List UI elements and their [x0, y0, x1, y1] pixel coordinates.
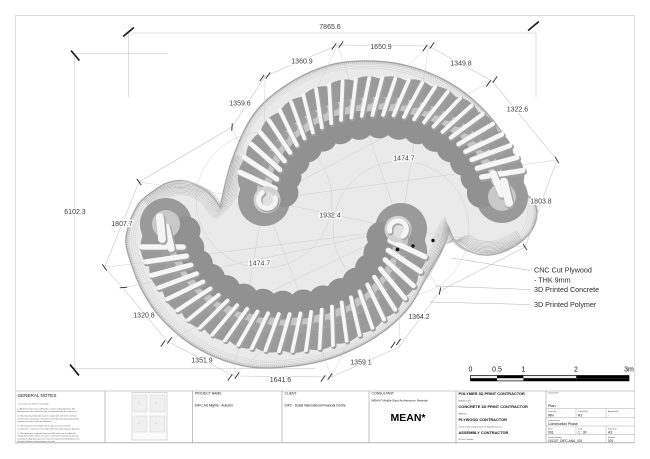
svg-text:Drawn By: Drawn By [548, 411, 556, 413]
svg-text:Checked By: Checked By [578, 411, 588, 413]
svg-text:Drawing Status: Drawing Status [548, 419, 560, 422]
svg-text:POLYMER 3D PRINT CONTRACTOR: POLYMER 3D PRINT CONTRACTOR [459, 391, 526, 396]
svg-text:***: *** [155, 424, 157, 426]
svg-text:WN: WN [548, 414, 554, 418]
svg-text:ASSEMBLY CONTRACTOR: ASSEMBLY CONTRACTOR [459, 430, 509, 435]
svg-text:DIFC Art Nights - Autumn: DIFC Art Nights - Autumn [195, 404, 233, 408]
svg-text:7865.6: 7865.6 [319, 24, 341, 31]
svg-text:1359.6: 1359.6 [229, 101, 251, 108]
svg-text:0: 0 [469, 367, 473, 374]
svg-text:1650.9: 1650.9 [370, 44, 392, 51]
svg-text:Construction Phase: Construction Phase [548, 422, 578, 426]
svg-text:3D Printed Concrete: 3D Printed Concrete [534, 285, 599, 294]
svg-text:DIFC - Dubai International Fin: DIFC - Dubai International Financial Cen… [285, 404, 346, 408]
svg-text:1803.8: 1803.8 [530, 199, 552, 206]
svg-text:3m: 3m [624, 367, 634, 374]
svg-text:construction. Contractor to pr: construction. Contractor to provide fina… [18, 427, 81, 430]
svg-text:2: 2 [574, 367, 578, 374]
svg-text:001: 001 [548, 431, 554, 435]
svg-text:Plan: Plan [548, 404, 556, 408]
svg-text:PLYWOOD CONTRACTOR: PLYWOOD CONTRACTOR [459, 417, 508, 422]
svg-text:Drawing Number: Drawing Number [548, 437, 562, 439]
svg-text:Paper Size: Paper Size [608, 429, 617, 431]
svg-text:1364.2: 1364.2 [408, 314, 430, 321]
svg-text:3. This drawing should be read: 3. This drawing should be read in conjun… [18, 415, 78, 418]
svg-text:-: - [608, 414, 609, 418]
svg-text:ArtBuild Limited: ArtBuild Limited [459, 400, 472, 403]
svg-text:MEAN* Middle East Architecture: MEAN* Middle East Architecture Network [372, 399, 429, 403]
svg-text:1807.7: 1807.7 [111, 221, 133, 228]
svg-text:GENERAL NOTES: GENERAL NOTES [18, 393, 57, 398]
svg-text:CLIENT: CLIENT [285, 392, 297, 396]
svg-text:5. This drawing is copyright r: 5. This drawing is copyright reserved. A… [18, 432, 77, 435]
svg-text:designer before commencement o: designer before commencement of work. [18, 440, 56, 443]
svg-text:***: *** [138, 424, 140, 426]
svg-text:6102.3: 6102.3 [64, 209, 86, 216]
svg-text:1359.1: 1359.1 [350, 360, 372, 367]
svg-text:1474.7: 1474.7 [393, 156, 415, 163]
svg-text:1474.7: 1474.7 [249, 261, 271, 268]
svg-text:Lobo & Listone Design & Décor: Lobo & Listone Design & Décor Technical … [459, 425, 504, 428]
svg-text:dimensions to be verified on s: dimensions to be verified on site and ap… [18, 410, 78, 413]
svg-text:1320.8: 1320.8 [133, 313, 155, 320]
svg-text:CNC Cut Plywood: CNC Cut Plywood [534, 266, 592, 275]
svg-text:CONSULTANT: CONSULTANT [372, 392, 394, 396]
svg-text:3D Vinci Creations: 3D Vinci Creations [459, 438, 474, 441]
svg-text:191107_DIFC-ANA_001: 191107_DIFC-ANA_001 [548, 439, 583, 443]
svg-text:1932.4: 1932.4 [319, 213, 341, 220]
svg-text:Drawing Title: Drawing Title [548, 392, 558, 395]
svg-text:4. This drawing is for design: 4. This drawing is for design intent onl… [18, 425, 71, 428]
svg-text:1322.6: 1322.6 [507, 107, 529, 114]
svg-text:***: *** [155, 403, 157, 405]
svg-text:Sheet: Sheet [548, 428, 553, 431]
svg-text:relevant sections of the speci: relevant sections of the specifications. [18, 420, 53, 423]
svg-text:***: *** [138, 403, 140, 405]
svg-text:- THK 9mm: - THK 9mm [534, 276, 571, 285]
svg-text:001: 001 [608, 439, 614, 443]
svg-text:architectural, structural, mec: architectural, structural, mechanical an… [18, 417, 80, 420]
svg-text:contractors. Any discrepancies: contractors. Any discrepancies must be r… [18, 437, 81, 440]
svg-text:1641.6: 1641.6 [270, 377, 292, 384]
svg-text:3D Printed Polymer: 3D Printed Polymer [534, 300, 597, 309]
svg-text:1. Do not scale from the drawi: 1. Do not scale from the drawings. [18, 403, 50, 406]
svg-text:0.5: 0.5 [492, 367, 502, 374]
svg-text:Revision: Revision [608, 437, 615, 439]
svg-text:1351.9: 1351.9 [191, 358, 213, 365]
svg-text:stated dimensions which are to: stated dimensions which are to be confir… [18, 435, 80, 438]
svg-text:1360.9: 1360.9 [291, 59, 313, 66]
svg-text:Scale: Scale [578, 429, 583, 431]
svg-text:2. All dimensions are in milli: 2. All dimensions are in millimeters unl… [18, 407, 76, 410]
svg-text:BESIX 3D: BESIX 3D [459, 414, 468, 416]
svg-text:1 : 30: 1 : 30 [578, 431, 587, 435]
svg-text:RJ: RJ [578, 414, 582, 418]
svg-text:Approved By: Approved By [608, 410, 618, 413]
svg-text:1349.8: 1349.8 [450, 61, 472, 68]
svg-text:MEAN*: MEAN* [390, 412, 426, 424]
svg-text:PROJECT NAME: PROJECT NAME [195, 392, 222, 396]
svg-text:1: 1 [522, 367, 526, 374]
svg-text:A3: A3 [608, 431, 612, 435]
svg-text:CONCRETE 3D PRINT CONTRACTOR: CONCRETE 3D PRINT CONTRACTOR [459, 404, 529, 409]
